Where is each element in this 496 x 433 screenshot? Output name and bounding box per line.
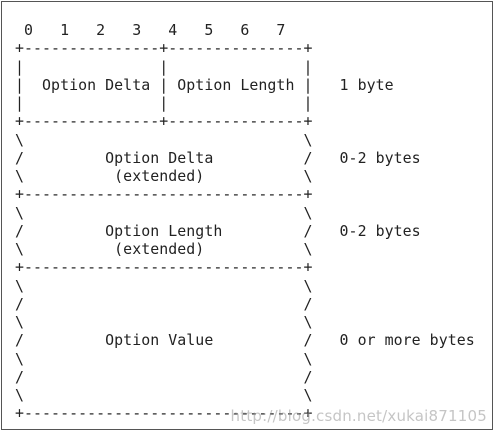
diagram-line: \ \ bbox=[15, 203, 313, 222]
diagram-line: \ \ bbox=[15, 386, 313, 404]
watermark: http://blog.csdn.net/xukai871105 bbox=[230, 407, 487, 425]
diagram-line: | Option Delta | Option Length | 1 byte bbox=[15, 75, 394, 94]
diagram-line: \ (extended) \ bbox=[15, 167, 313, 185]
diagram-line: / Option Length / 0-2 bytes bbox=[15, 221, 421, 240]
diagram-line: / Option Delta / 0-2 bytes bbox=[15, 148, 421, 167]
diagram-line: / / bbox=[15, 294, 313, 313]
diagram-line: | | | bbox=[15, 94, 313, 112]
diagram-line: +---------------+---------------+ bbox=[15, 112, 313, 131]
diagram-line: \ \ bbox=[15, 130, 313, 149]
diagram-line: +-------------------------------+ bbox=[15, 404, 313, 423]
diagram-line: \ \ bbox=[15, 313, 313, 331]
diagram-line: \ \ bbox=[15, 349, 313, 368]
diagram-line: \ \ bbox=[15, 276, 313, 295]
diagram-line: +-------------------------------+ bbox=[15, 185, 313, 204]
diagram-line: +---------------+---------------+ bbox=[15, 39, 313, 58]
diagram-line: +-------------------------------+ bbox=[15, 258, 313, 277]
diagram-line: | | | bbox=[15, 57, 313, 76]
diagram-line: / / bbox=[15, 367, 313, 386]
diagram-line: 0 1 2 3 4 5 6 7 bbox=[15, 21, 286, 39]
diagram-line: / Option Value / 0 or more bytes bbox=[15, 331, 475, 350]
option-format-diagram: 0 1 2 3 4 5 6 7 +---------------+-------… bbox=[15, 21, 475, 423]
diagram-line: \ (extended) \ bbox=[15, 240, 313, 258]
